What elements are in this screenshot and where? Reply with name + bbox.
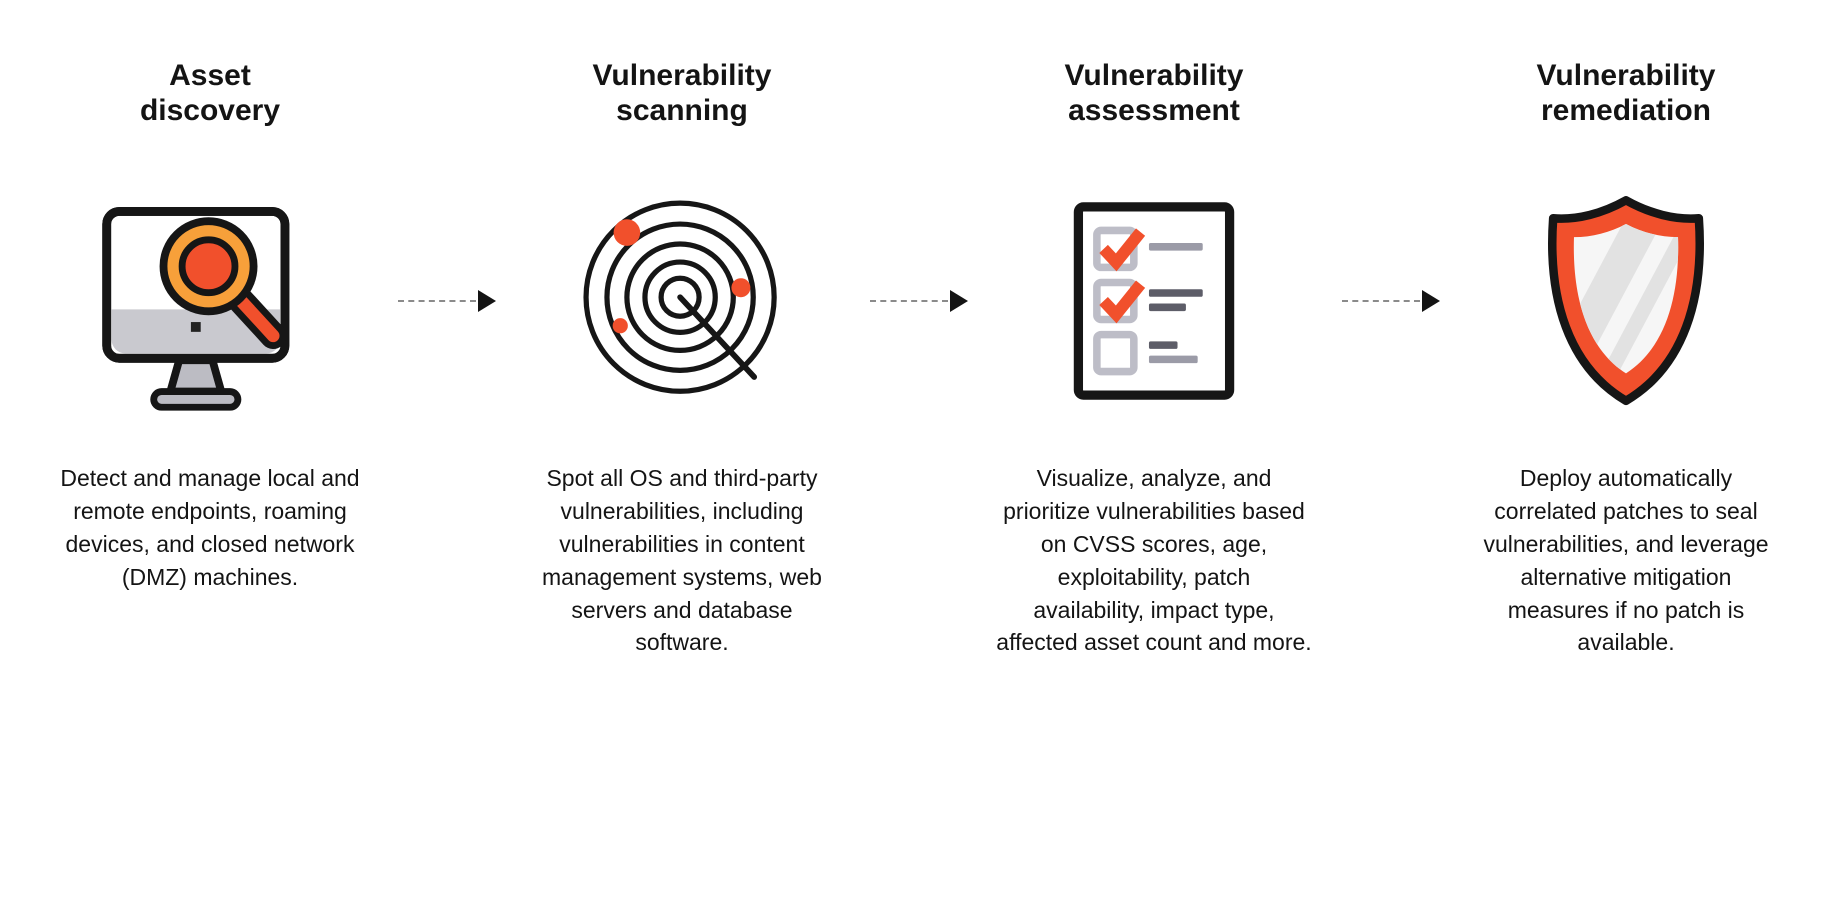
step-asset-discovery: Asset discovery Detect and manage local … [26, 58, 394, 594]
step-description: Deploy automatically correlated patches … [1483, 465, 1769, 656]
step-description: Detect and manage local and remote endpo… [60, 465, 360, 590]
arrow-head-icon [1422, 290, 1440, 312]
step-vulnerability-scanning: Vulnerability scanning Spot all OS and t… [498, 58, 866, 659]
vulnerability-management-flow: Asset discovery Detect and manage local … [26, 58, 1810, 659]
monitor-magnifier-icon [93, 176, 328, 426]
step-title: Vulnerability scanning [592, 59, 772, 128]
radar-scan-icon [568, 176, 796, 426]
step-description: Visualize, analyze, and prioritize vulne… [996, 465, 1312, 656]
arrow-head-icon [950, 290, 968, 312]
step-description: Spot all OS and third-party vulnerabilit… [542, 465, 822, 656]
shield-icon [1536, 176, 1716, 426]
flow-arrow [1338, 290, 1442, 312]
flow-arrow [394, 290, 498, 312]
step-title: Vulnerability remediation [1536, 59, 1716, 128]
arrow-head-icon [478, 290, 496, 312]
flow-arrow [866, 290, 970, 312]
checklist-icon [1070, 176, 1238, 426]
step-title: Vulnerability assessment [1064, 59, 1244, 128]
step-title: Asset discovery [139, 59, 281, 128]
step-vulnerability-assessment: Vulnerability assessment Visualize, anal… [970, 58, 1338, 659]
step-vulnerability-remediation: Vulnerability remediation Deploy automat… [1442, 58, 1810, 659]
